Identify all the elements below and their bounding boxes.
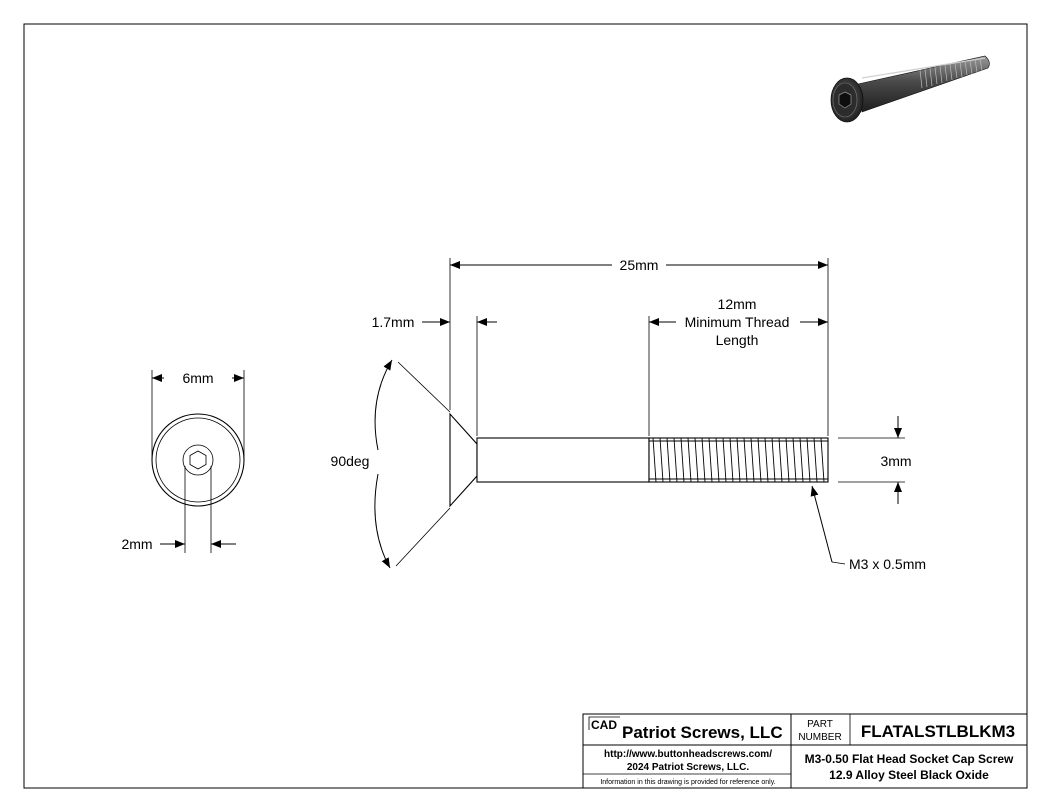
socket-size-label: 2mm bbox=[121, 536, 152, 552]
sheet-border bbox=[23, 23, 1028, 789]
copyright: 2024 Patriot Screws, LLC. bbox=[627, 762, 749, 773]
isometric-screw-view bbox=[830, 55, 990, 123]
end-view bbox=[151, 370, 245, 553]
disclaimer: Information in this drawing is provided … bbox=[600, 779, 775, 786]
thread-spec-label: M3 x 0.5mm bbox=[849, 556, 926, 572]
head-angle-label: 90deg bbox=[331, 453, 370, 469]
thread-length-label-line3: Length bbox=[716, 332, 759, 348]
shank-diameter-label: 3mm bbox=[880, 453, 911, 469]
part-label-line2: NUMBER bbox=[798, 732, 841, 743]
description-line2: 12.9 Alloy Steel Black Oxide bbox=[829, 768, 989, 782]
title-block bbox=[582, 713, 1028, 789]
head-height-label: 1.7mm bbox=[372, 314, 415, 330]
side-view bbox=[374, 258, 905, 569]
thread-length-label-line2: Minimum Thread bbox=[685, 314, 790, 330]
cad-label: CAD bbox=[591, 718, 617, 732]
thread-lines bbox=[652, 437, 825, 483]
description-line1: M3-0.50 Flat Head Socket Cap Screw bbox=[805, 752, 1014, 766]
overall-length-label: 25mm bbox=[620, 257, 659, 273]
company-name: Patriot Screws, LLC bbox=[622, 723, 783, 742]
head-diameter-label: 6mm bbox=[182, 370, 213, 386]
website-link[interactable]: http://www.buttonheadscrews.com/ bbox=[604, 749, 772, 760]
part-label-line1: PART bbox=[807, 719, 833, 730]
part-number: FLATALSTLBLKM3 bbox=[861, 722, 1015, 741]
thread-length-label-line1: 12mm bbox=[718, 296, 757, 312]
